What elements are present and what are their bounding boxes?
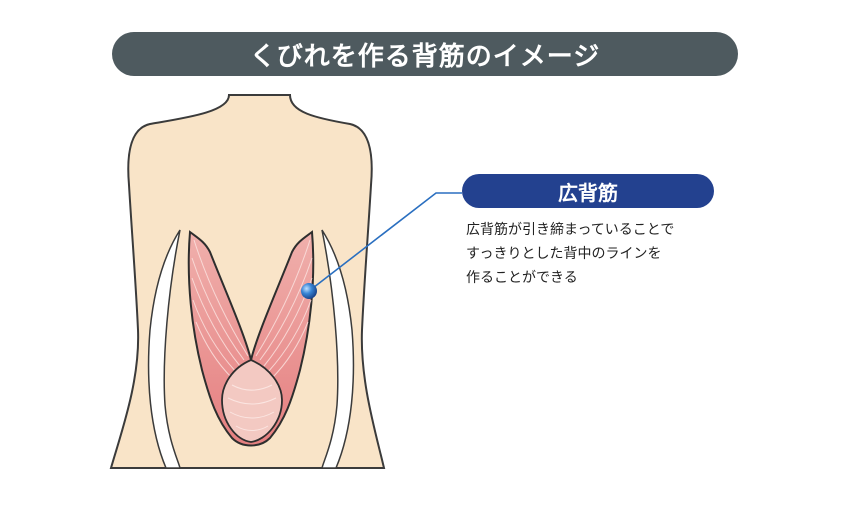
callout-description: 広背筋が引き締まっていることで すっきりとした背中のラインを 作ることができる — [466, 218, 746, 290]
blue-sphere-marker-icon — [301, 283, 317, 299]
page-title: くびれを作る背筋のイメージ — [249, 41, 601, 72]
latissimus-muscle — [187, 230, 315, 447]
left-waist-strip — [147, 229, 181, 469]
description-line: 作ることができる — [466, 270, 578, 286]
leader-line — [308, 192, 462, 292]
muscle-label-pill: 広背筋 — [462, 174, 714, 208]
description-line: 広背筋が引き締まっていることで — [466, 222, 675, 238]
description-line: すっきりとした背中のラインを — [466, 246, 662, 262]
lumbar-region — [221, 359, 283, 443]
right-waist-strip — [321, 229, 355, 469]
torso-outline — [109, 94, 386, 469]
title-banner: くびれを作る背筋のイメージ — [112, 32, 738, 76]
muscle-label: 広背筋 — [558, 180, 618, 205]
lumbar-fibers — [227, 384, 277, 431]
